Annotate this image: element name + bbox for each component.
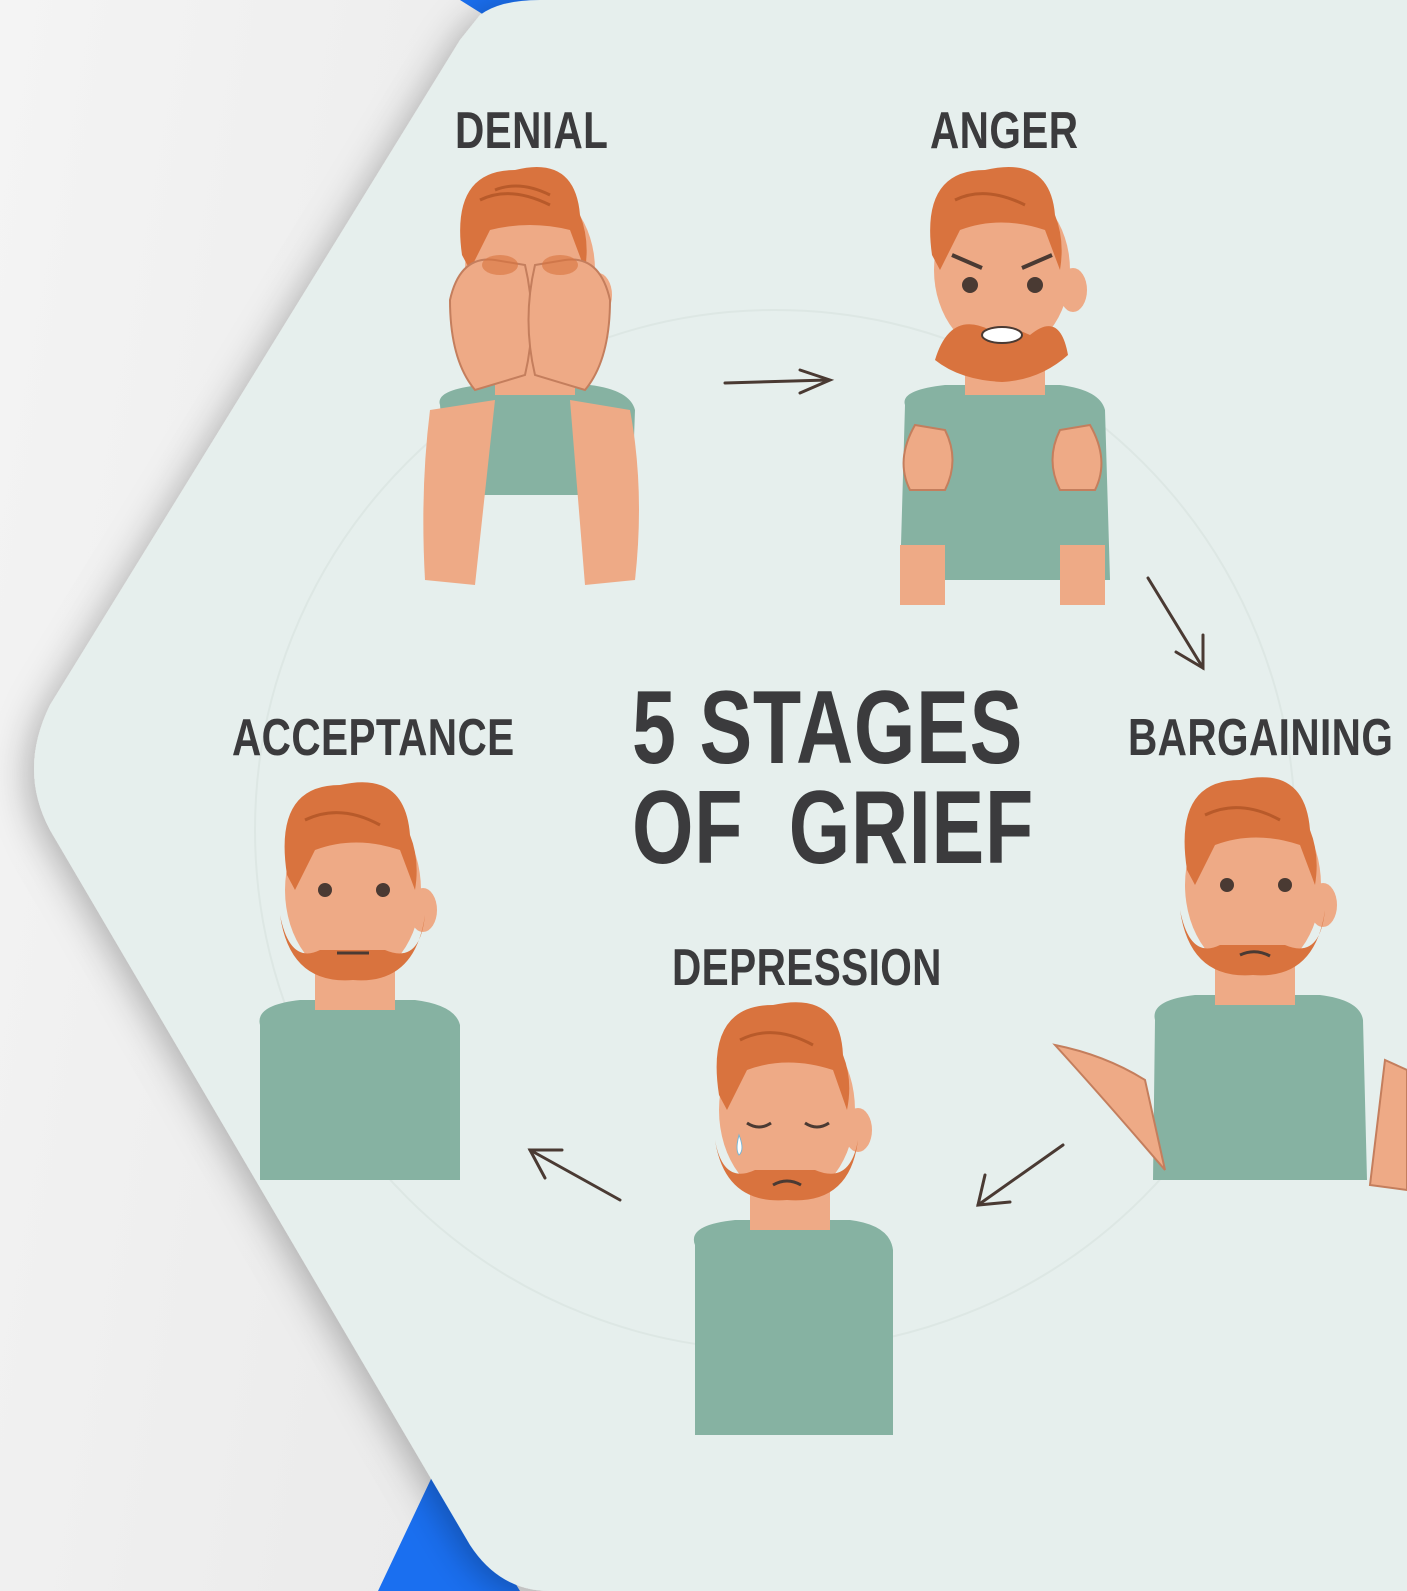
stage-label-acceptance: ACCEPTANCE [232, 712, 515, 764]
stage-label-depression: DEPRESSION [672, 942, 942, 994]
stage-label-denial: DENIAL [455, 105, 608, 157]
title-line-2: OF GRIEF [632, 776, 1034, 880]
stage-label-bargaining: BARGAINING [1128, 712, 1393, 764]
title-line-1: 5 STAGES [632, 676, 1023, 780]
stage-label-anger: ANGER [930, 105, 1078, 157]
